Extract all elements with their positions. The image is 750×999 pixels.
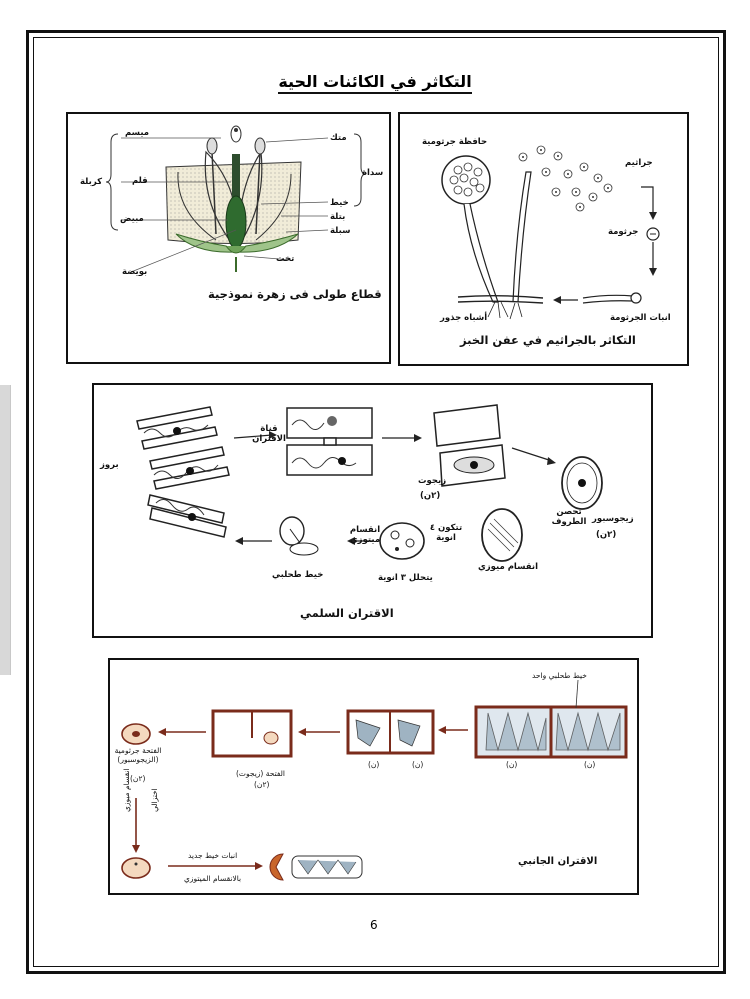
lateral-label-n-1: (ن) [584, 760, 596, 769]
scalariform-label-zygospore-ploidy: (٢ن) [596, 530, 617, 540]
lateral-label-new-filament: انبات خيط جديد [188, 851, 238, 860]
lateral-label-one-filament: خيط طحلبي واحد [532, 671, 587, 680]
mold-label-germination: انبات الجرثومة [610, 313, 671, 323]
lateral-diagram [121, 679, 628, 881]
scalariform-label-protrusion: بروز [100, 460, 119, 470]
lateral-label-n-2: (ن) [506, 760, 518, 769]
flower-label-stamen: سداة [362, 168, 384, 178]
page-title: التكاثر في الكائنات الحية [0, 72, 750, 94]
lateral-label-reduction: اختزالي [150, 788, 159, 812]
flower-diagram [105, 125, 367, 273]
scalariform-label-three-degenerate: يتحلل ٣ انوية [378, 573, 433, 583]
lateral-label-spore-opening: الفتحة جرثومية (الزيجوسبور) [114, 746, 162, 764]
flower-label-style: قلم [132, 176, 148, 186]
flower-label-stigma: ميسم [125, 128, 150, 138]
scalariform-label-filament: خيط طحلبي [272, 570, 324, 580]
mold-panel [398, 112, 689, 366]
lateral-label-by-mitosis: بالانقسام الميتوزي [184, 874, 242, 883]
lateral-label-zygote-opening: الفتحة (زيجوت) [236, 769, 286, 778]
flower-label-petal: بتلة [330, 212, 346, 222]
flower-label-ovule: بويضة [122, 267, 148, 277]
scalariform-label-zygote: زيجوت [418, 476, 447, 486]
viewer-side-strip [0, 385, 11, 675]
flower-label-sepal: سبلة [330, 226, 351, 236]
page-frame-outer [26, 30, 726, 974]
page-number: 6 [370, 918, 378, 932]
flower-label-carpel: كربلة [80, 177, 103, 187]
flower-label-ovary: مبيض [120, 214, 144, 224]
mold-diagram [441, 145, 660, 320]
page-frame-inner [33, 37, 719, 967]
mold-label-spores: جراثيم [625, 158, 653, 168]
scalariform-label-meiosis: انقسام ميوزي [478, 562, 538, 572]
scalariform-label-thick-walls: تحصن الطروف [551, 507, 587, 527]
lateral-caption: الاقتران الجانبي [518, 856, 598, 867]
scalariform-label-mitosis: انقسام ميتوزي [349, 525, 381, 545]
flower-label-filament: خيط [330, 198, 349, 208]
scalariform-label-four-nuclei: تتكون ٤ انوية [429, 523, 463, 543]
mold-caption: التكاثر بالجراثيم في عفن الخبز [460, 333, 636, 347]
lateral-label-n-4: (ن) [368, 760, 380, 769]
lateral-label-zygote-ploidy: (٢ن) [254, 780, 270, 789]
scalariform-diagram [136, 404, 603, 562]
scalariform-label-canal: قناة الاقتران [252, 424, 286, 444]
flower-label-receptacle: تخت [276, 254, 295, 264]
scalariform-caption: الاقتران السلمي [300, 606, 394, 620]
mold-label-sporangium: حافظة جرثومية [422, 137, 488, 147]
mold-label-rhizoids: أشباه جذور [440, 313, 488, 323]
lateral-panel [108, 658, 639, 895]
lateral-label-n-3: (ن) [412, 760, 424, 769]
mold-label-spore: جرثومة [608, 227, 639, 237]
lateral-label-meiosis: انقسام ميوزي [122, 768, 131, 812]
flower-caption: قطاع طولى فى زهرة نموذجية [208, 287, 382, 301]
scalariform-label-zygote-ploidy: (٢ن) [420, 491, 441, 501]
flower-label-anther: متك [330, 133, 347, 143]
lateral-label-spore-ploidy: (٢ن) [130, 774, 146, 783]
scalariform-label-zygospore: زيجوسبور [592, 514, 634, 524]
